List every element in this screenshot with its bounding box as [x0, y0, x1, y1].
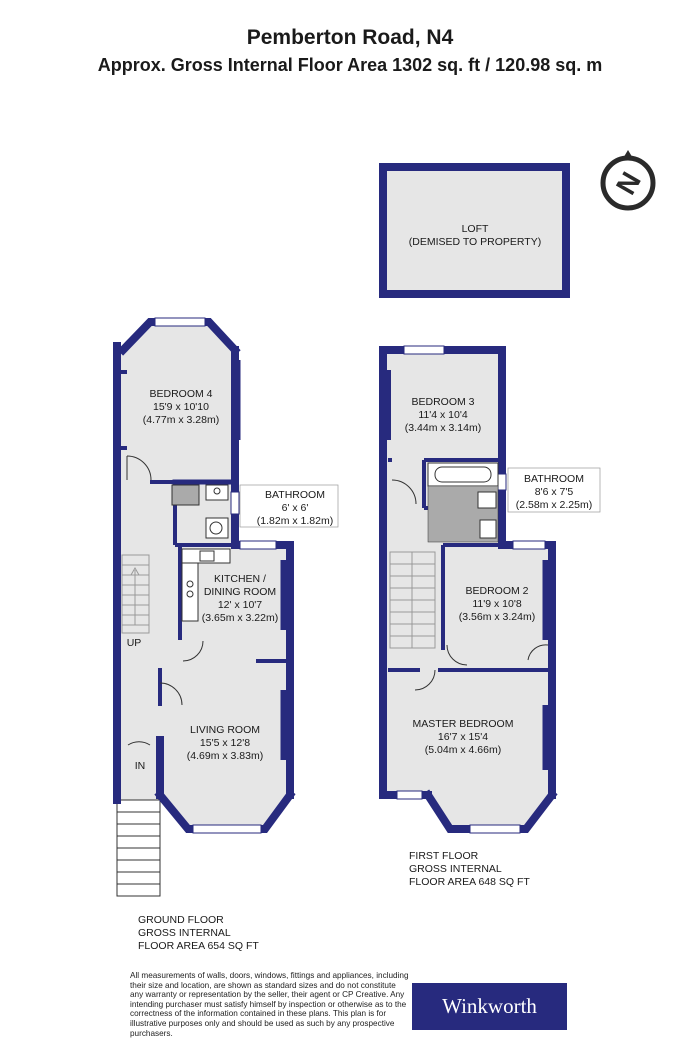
svg-text:6' x 6': 6' x 6' [282, 502, 309, 514]
disclaimer-text: All measurements of walls, doors, window… [130, 971, 409, 1038]
svg-text:(4.69m x 3.83m): (4.69m x 3.83m) [187, 750, 263, 762]
svg-text:11'9 x 10'8: 11'9 x 10'8 [472, 598, 522, 610]
svg-text:BEDROOM 2: BEDROOM 2 [465, 585, 528, 597]
room-bedroom-2: BEDROOM 2 11'9 x 10'8 (3.56m x 3.24m) [459, 585, 535, 623]
room-ground-bathroom: BATHROOM 6' x 6' (1.82m x 1.82m) [239, 484, 339, 528]
svg-text:BATHROOM: BATHROOM [524, 473, 584, 485]
svg-text:(5.04m x 4.66m): (5.04m x 4.66m) [425, 744, 501, 756]
svg-text:BEDROOM 3: BEDROOM 3 [411, 396, 474, 408]
svg-text:(4.77m x 3.28m): (4.77m x 3.28m) [143, 414, 219, 426]
svg-text:BATHROOM: BATHROOM [265, 489, 325, 501]
svg-text:(3.56m x 3.24m): (3.56m x 3.24m) [459, 611, 535, 623]
svg-text:(3.44m x 3.14m): (3.44m x 3.14m) [405, 422, 481, 434]
floor-area-subtitle: Approx. Gross Internal Floor Area 1302 s… [97, 55, 603, 75]
room-kitchen-dining: KITCHEN / DINING ROOM 12' x 10'7 (3.65m … [202, 573, 278, 624]
winkworth-logo: Winkworth [412, 983, 567, 1030]
entrance-in-label: IN [135, 760, 146, 772]
room-master-bedroom: MASTER BEDROOM 16'7 x 15'4 (5.04m x 4.66… [413, 718, 514, 756]
svg-text:(3.65m x 3.22m): (3.65m x 3.22m) [202, 612, 278, 624]
loft-note: (DEMISED TO PROPERTY) [409, 236, 541, 248]
page-title: Pemberton Road, N4 [246, 26, 454, 49]
stairs-up-label: UP [127, 637, 142, 649]
svg-text:12' x 10'7: 12' x 10'7 [218, 599, 262, 611]
room-bedroom-3: BEDROOM 3 11'4 x 10'4 (3.44m x 3.14m) [405, 396, 481, 434]
ground-floor-area-info: GROUND FLOOR GROSS INTERNAL FLOOR AREA 6… [138, 914, 259, 952]
svg-text:15'5 x 12'8: 15'5 x 12'8 [200, 737, 250, 749]
room-bedroom-4: BEDROOM 4 15'9 x 10'10 (4.77m x 3.28m) [143, 388, 219, 426]
svg-text:LIVING ROOM: LIVING ROOM [190, 724, 260, 736]
svg-text:16'7 x 15'4: 16'7 x 15'4 [438, 731, 488, 743]
svg-text:BEDROOM 4: BEDROOM 4 [149, 388, 212, 400]
svg-text:(1.82m x 1.82m): (1.82m x 1.82m) [257, 515, 333, 527]
svg-text:8'6 x 7'5: 8'6 x 7'5 [535, 486, 574, 498]
svg-text:15'9 x 10'10: 15'9 x 10'10 [153, 401, 209, 413]
first-floor-area-info: FIRST FLOOR GROSS INTERNAL FLOOR AREA 64… [409, 850, 530, 888]
svg-text:MASTER BEDROOM: MASTER BEDROOM [413, 718, 514, 730]
svg-text:11'4 x 10'4: 11'4 x 10'4 [418, 409, 468, 421]
first-floor-plan: BEDROOM 3 11'4 x 10'4 (3.44m x 3.14m) BA… [379, 345, 601, 834]
room-first-bathroom: BATHROOM 8'6 x 7'5 (2.58m x 2.25m) [507, 467, 601, 513]
loft-label: LOFT [462, 223, 489, 235]
svg-text:DINING ROOM: DINING ROOM [204, 586, 276, 598]
room-living-room: LIVING ROOM 15'5 x 12'8 (4.69m x 3.83m) [187, 724, 263, 762]
compass-icon: N [600, 150, 656, 211]
svg-text:(2.58m x 2.25m): (2.58m x 2.25m) [516, 499, 592, 511]
ground-floor-plan: UP IN BEDROOM 4 15'9 x 10'10 (4.77m x 3.… [113, 317, 339, 897]
svg-text:KITCHEN /: KITCHEN / [214, 573, 266, 585]
loft-area: LOFT (DEMISED TO PROPERTY) [379, 163, 570, 298]
